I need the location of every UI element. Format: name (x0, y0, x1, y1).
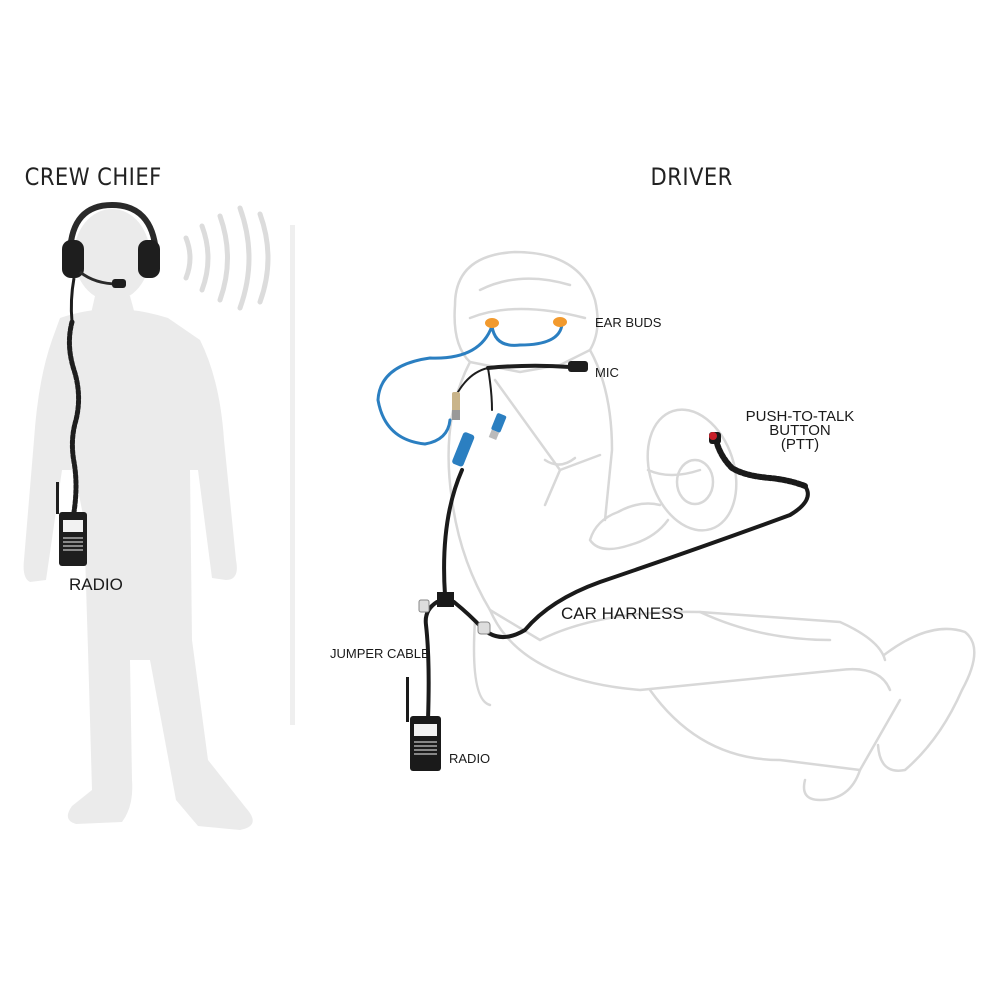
ptt-label-line2: BUTTON (769, 422, 830, 439)
crew-chief-silhouette (23, 209, 253, 830)
ear-buds-label: EAR BUDS (595, 315, 662, 330)
car-harness-label: CAR HARNESS (561, 604, 684, 623)
headset-icon (62, 201, 160, 323)
driver-radio-label: RADIO (449, 751, 490, 766)
jumper-connector (418, 599, 430, 613)
mic-wire-b (487, 367, 493, 411)
jumper-cable (423, 600, 439, 722)
radio-icon (56, 482, 87, 566)
driver-radio-icon (406, 677, 441, 771)
driver-heading: DRIVER (651, 164, 733, 192)
ear-bud-cable (376, 324, 494, 446)
microphone-icon (568, 361, 588, 372)
ptt-label-line1: PUSH-TO-TALK (746, 408, 855, 425)
headset-to-junction-cable (442, 468, 464, 597)
harness-connector-blue (452, 413, 507, 467)
ear-buds-icon (485, 317, 567, 328)
crew-chief-heading: CREW CHIEF (25, 164, 162, 192)
ptt-coiled-cord (713, 437, 808, 489)
sound-waves-icon (183, 205, 271, 311)
ear-bud-cable-right (490, 322, 564, 347)
ptt-button-icon (709, 432, 721, 444)
mic-boom (486, 363, 572, 370)
headset-connector (452, 392, 460, 420)
ptt-label-line3: (PTT) (781, 436, 819, 453)
crew-radio-label: RADIO (69, 575, 123, 594)
cable-junction (437, 592, 454, 607)
mic-label: MIC (595, 365, 619, 380)
driver-outline-figure (447, 250, 976, 802)
section-divider (290, 225, 295, 725)
mic-wire-a (457, 367, 489, 393)
harness-connector (477, 621, 491, 635)
jumper-cable-label: JUMPER CABLE (330, 646, 430, 661)
crew-coiled-cord (66, 319, 82, 515)
